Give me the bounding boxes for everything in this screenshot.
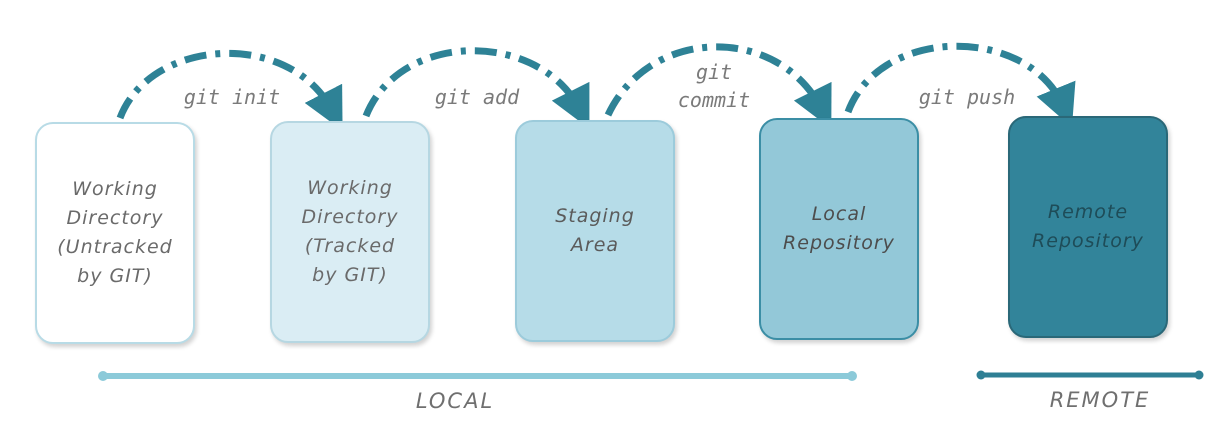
- working-directory-untracked-box: Working Directory (Untracked by GIT): [35, 122, 195, 344]
- remote-section-label: REMOTE: [1049, 388, 1151, 412]
- local-repository-label: Local Repository: [783, 203, 895, 254]
- remote-bar-right-dot: [1194, 370, 1204, 380]
- remote-repository-label: Remote Repository: [1032, 201, 1144, 252]
- remote-bar-left-dot: [976, 370, 986, 380]
- working-directory-tracked-box: Working Directory (Tracked by GIT): [270, 121, 430, 343]
- git-init-label: git init: [183, 85, 281, 109]
- working-directory-tracked-label: Working Directory (Tracked by GIT): [301, 177, 399, 286]
- working-directory-untracked-label: Working Directory (Untracked by GIT): [57, 178, 173, 287]
- staging-area-box: Staging Area: [515, 120, 675, 342]
- local-repository-box: Local Repository: [759, 118, 919, 340]
- staging-area-label: Staging Area: [555, 205, 635, 256]
- local-bar-right-dot: [847, 371, 857, 381]
- git-commit-label: git commit: [677, 60, 751, 112]
- git-push-label: git push: [918, 85, 1016, 109]
- local-bar-left-dot: [98, 371, 108, 381]
- remote-repository-box: Remote Repository: [1008, 116, 1168, 338]
- git-add-label: git add: [434, 85, 520, 109]
- local-section-label: LOCAL: [415, 389, 495, 413]
